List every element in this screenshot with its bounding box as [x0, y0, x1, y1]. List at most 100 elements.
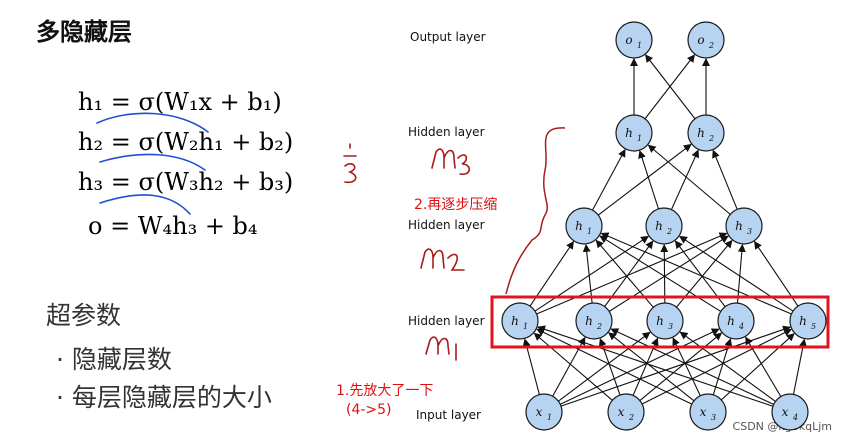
- node-label-input-2: x: [618, 405, 625, 419]
- equation-h3: h₃ = σ(W₃h₂ + b₃): [78, 168, 294, 196]
- handwritten-one-third: [343, 143, 357, 184]
- edge-hidden1-1-to-hidden2-3: [536, 232, 728, 315]
- edge-input-1-to-hidden1-3: [558, 331, 651, 402]
- label-hidden-layer-3: Hidden layer: [408, 125, 485, 139]
- label-hidden-layer-1: Hidden layer: [408, 314, 485, 328]
- node-subscript-hidden1-1: 1: [523, 322, 528, 331]
- hand-three: [344, 163, 357, 184]
- edge-hidden2-3-to-hidden3-2: [712, 149, 738, 210]
- hyperparams-heading: 超参数: [46, 301, 122, 330]
- edge-hidden1-3-to-hidden2-2: [660, 243, 669, 304]
- label-output-layer: Output layer: [410, 30, 486, 44]
- node-subscript-input-1: 1: [547, 413, 552, 422]
- equation-h1: h₁ = σ(W₁x + b₁): [78, 88, 282, 116]
- node-subscript-hidden3-2: 2: [708, 134, 714, 143]
- edge-hidden1-5-to-hidden2-1: [600, 232, 792, 315]
- bullet-layer-size: · 每层隐藏层的大小: [56, 383, 272, 412]
- label-hidden-layer-2: Hidden layer: [408, 218, 485, 232]
- edge-hidden1-2-to-hidden2-3: [608, 235, 729, 312]
- node-hidden1-1: [501, 302, 539, 340]
- edge-hidden1-2-to-hidden2-1: [582, 243, 593, 304]
- edge-input-2-to-hidden1-5: [641, 329, 792, 405]
- node-label-hidden1-5: h: [799, 314, 807, 328]
- edge-input-2-to-hidden1-4: [639, 332, 723, 401]
- node-hidden1-3: [646, 302, 684, 340]
- edge-hidden1-1-to-hidden2-1: [529, 240, 574, 307]
- node-label-hidden1-4: h: [727, 314, 735, 328]
- edge-input-2-to-hidden1-1: [533, 332, 613, 401]
- node-input-2: [607, 393, 645, 431]
- edge-input-4-to-hidden1-1: [537, 325, 774, 407]
- node-input-3: [689, 393, 727, 431]
- edge-hidden1-5-to-hidden2-3: [754, 240, 799, 307]
- node-subscript-output-2: 2: [708, 41, 714, 50]
- node-subscript-hidden3-1: 1: [637, 134, 642, 143]
- edge-input-4-to-hidden1-2: [610, 328, 774, 405]
- node-subscript-hidden1-4: 4: [738, 322, 744, 331]
- node-subscript-input-3: 3: [711, 413, 716, 422]
- node-output-2: [687, 21, 725, 59]
- hand-m1: [425, 336, 450, 355]
- edge-hidden2-2-to-hidden3-1: [638, 150, 659, 210]
- node-hidden2-1: [565, 207, 603, 245]
- node-subscript-hidden1-5: 5: [811, 322, 816, 331]
- node-hidden1-5: [789, 302, 827, 340]
- annotation-step1: 1.先放大了一下: [336, 383, 434, 399]
- node-label-output-1: o: [625, 33, 632, 47]
- node-label-hidden2-1: h: [575, 219, 583, 233]
- edge-input-1-to-hidden1-1: [522, 338, 540, 395]
- edge-input-4-to-hidden1-5: [792, 338, 807, 395]
- label-input-layer: Input layer: [416, 408, 481, 422]
- edge-input-3-to-hidden1-5: [720, 333, 795, 401]
- node-hidden2-3: [725, 207, 763, 245]
- equation-h2: h₂ = σ(W₂h₁ + b₂): [78, 128, 294, 156]
- node-hidden1-4: [717, 302, 755, 340]
- node-subscript-output-1: 1: [637, 41, 642, 50]
- pen-arrow-3: [99, 194, 191, 215]
- edge-input-1-to-hidden1-4: [560, 328, 720, 405]
- edge-hidden1-1-to-hidden2-2: [534, 235, 649, 312]
- edge-hidden1-4-to-hidden2-1: [599, 235, 722, 312]
- node-label-input-3: x: [700, 405, 707, 419]
- node-subscript-hidden2-1: 1: [587, 227, 592, 236]
- node-hidden3-1: [615, 114, 653, 152]
- hand-m2-sub: [447, 253, 465, 271]
- node-label-hidden1-2: h: [585, 314, 593, 328]
- node-input-1: [525, 393, 563, 431]
- node-hidden1-2: [575, 302, 613, 340]
- node-subscript-hidden1-3: 3: [668, 322, 673, 331]
- edge-input-4-to-hidden1-3: [679, 331, 776, 402]
- edge-hidden2-3-to-hidden3-1: [647, 144, 731, 215]
- node-label-input-4: x: [782, 405, 789, 419]
- edge-input-3-to-hidden1-1: [536, 328, 693, 405]
- hand-m3: [431, 148, 456, 169]
- node-label-input-1: x: [536, 405, 543, 419]
- node-label-hidden2-2: h: [655, 219, 663, 233]
- node-label-hidden3-1: h: [625, 126, 633, 140]
- pen-arrows: [96, 112, 209, 215]
- annotation-step1-ratio: (4->5): [346, 402, 392, 418]
- node-hidden2-2: [645, 207, 683, 245]
- node-output-1: [615, 21, 653, 59]
- node-subscript-input-2: 2: [628, 413, 634, 422]
- node-subscript-hidden1-2: 2: [596, 322, 602, 331]
- annotation-step2: 2.再逐步压缩: [414, 197, 498, 213]
- node-label-hidden2-3: h: [735, 219, 743, 233]
- node-label-hidden1-3: h: [656, 314, 664, 328]
- pen-arrow-2: [99, 153, 206, 171]
- node-subscript-input-4: 4: [792, 413, 798, 422]
- highlight-box: [490, 295, 830, 349]
- edge-hidden3-2-to-output-1: [645, 54, 696, 120]
- slide-title: 多隐藏层: [36, 18, 132, 46]
- equation-output: o = W₄h₃ + b₄: [88, 212, 258, 240]
- bullet-num-layers: · 隐藏层数: [56, 345, 172, 374]
- node-label-output-2: o: [697, 33, 704, 47]
- handwritten-m-labels: [420, 148, 471, 361]
- node-hidden3-2: [687, 114, 725, 152]
- brace-stroke: [505, 127, 566, 295]
- edge-hidden1-5-to-hidden2-2: [679, 235, 794, 312]
- pen-arrow-1: [96, 112, 209, 133]
- edge-hidden2-1-to-hidden3-2: [597, 143, 692, 216]
